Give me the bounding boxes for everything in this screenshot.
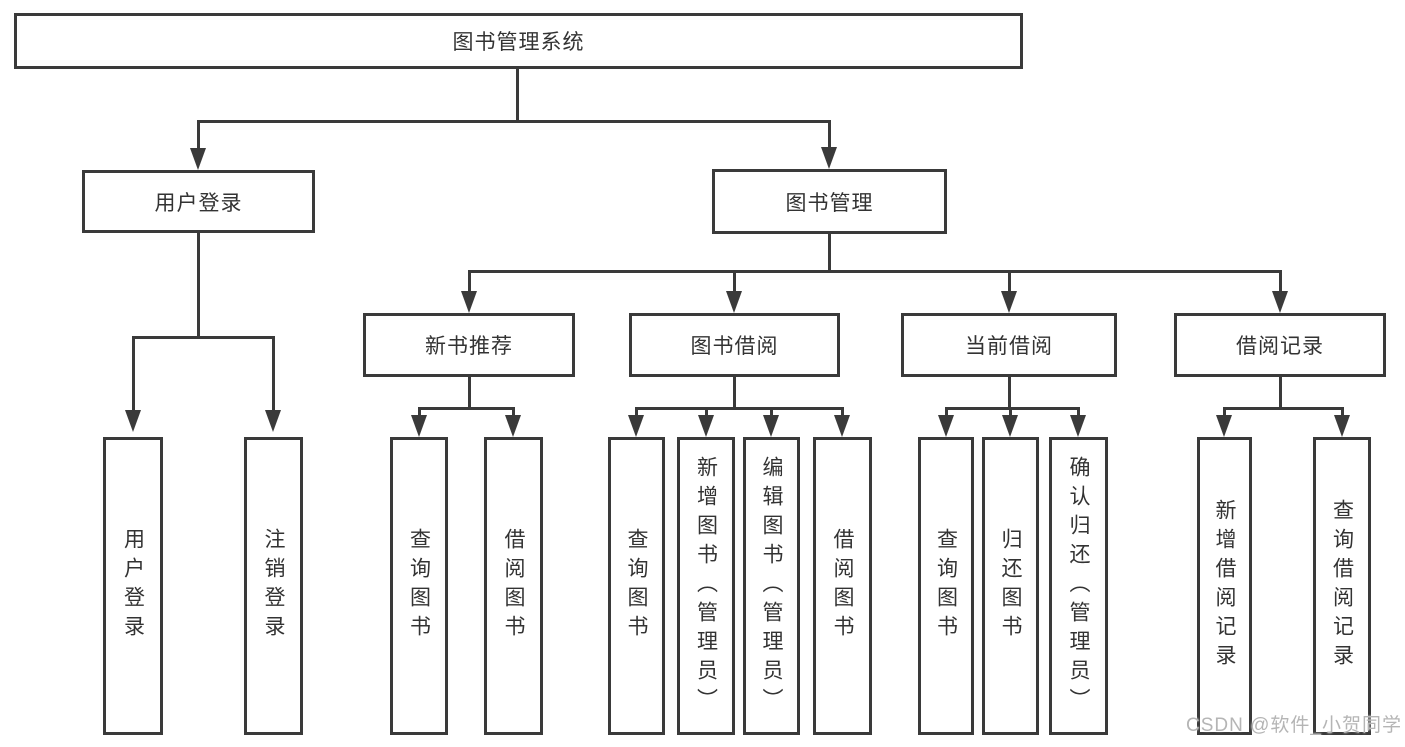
leaf-return-books: 归还图书 — [982, 437, 1039, 735]
node-book-management: 图书管理 — [712, 169, 947, 234]
leaf-user-login: 用户登录 — [103, 437, 163, 735]
node-book-borrowing: 图书借阅 — [629, 313, 840, 377]
connector-line — [197, 233, 200, 336]
leaf-query-books-borrow: 查询图书 — [608, 437, 665, 735]
connector-line — [131, 336, 275, 339]
leaf-query-books-current: 查询图书 — [918, 437, 974, 735]
leaf-add-borrow-record: 新增借阅记录 — [1197, 437, 1252, 735]
leaf-query-borrow-record: 查询借阅记录 — [1313, 437, 1371, 735]
leaf-add-books-admin: 新增图书（管理员） — [677, 437, 735, 735]
leaf-logout: 注销登录 — [244, 437, 303, 735]
connector-line — [1223, 407, 1344, 410]
watermark-text: CSDN @软件_小贺同学 — [1186, 715, 1402, 736]
leaf-borrow-books-newbook: 借阅图书 — [484, 437, 543, 735]
connector-line — [1278, 377, 1282, 407]
connector-line — [635, 407, 844, 410]
connector-line — [515, 69, 519, 120]
leaf-borrow-books-borrow: 借阅图书 — [813, 437, 872, 735]
leaf-edit-books-admin: 编辑图书（管理员） — [743, 437, 800, 735]
connector-line — [467, 377, 471, 407]
connector-line — [467, 270, 1282, 273]
node-user-login: 用户登录 — [82, 170, 315, 233]
connector-line — [828, 234, 831, 270]
node-borrowing-records: 借阅记录 — [1174, 313, 1386, 377]
node-current-borrowing: 当前借阅 — [901, 313, 1117, 377]
leaf-query-books-newbook: 查询图书 — [390, 437, 448, 735]
connector-line — [944, 407, 1080, 410]
leaf-confirm-return-admin: 确认归还（管理员） — [1049, 437, 1108, 735]
connector-line — [1007, 377, 1011, 407]
connector-line — [197, 120, 831, 123]
connector-line — [417, 407, 515, 410]
node-system-root: 图书管理系统 — [14, 13, 1023, 69]
connector-line — [733, 377, 736, 407]
node-new-book-recommend: 新书推荐 — [363, 313, 575, 377]
